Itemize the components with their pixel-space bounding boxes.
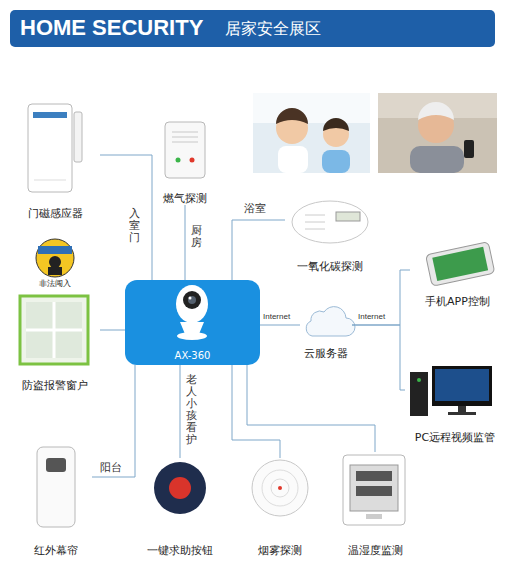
- hub-caption: AX-360: [175, 350, 211, 362]
- help-button-node: 一键求助按钮: [140, 458, 220, 557]
- child-photo: [253, 93, 370, 173]
- device-caption: 一键求助按钮: [147, 544, 213, 557]
- edge-label: Internet: [358, 312, 385, 322]
- device-caption: PC远程视频监管: [415, 431, 495, 444]
- co-detector-picture: [292, 201, 368, 243]
- burglar-sticker: [36, 239, 74, 277]
- window-picture: [20, 296, 88, 364]
- smoke-detector-node: 烟雾探测: [245, 458, 315, 557]
- device-caption: 防盗报警窗户: [22, 379, 88, 392]
- connector-line: [352, 325, 405, 390]
- device-caption: 温湿度监测: [348, 544, 403, 557]
- ir-curtain-picture: [37, 447, 75, 527]
- device-caption: 门磁感应器: [28, 207, 83, 220]
- header-band: [10, 10, 495, 47]
- edge-label: 入室门: [129, 208, 140, 244]
- hub-camera-picture: [125, 280, 260, 365]
- edge-label: Internet: [263, 312, 290, 322]
- device-caption: 手机APP控制: [425, 295, 490, 308]
- thermometer-picture: [343, 455, 405, 525]
- help-button-picture: [154, 462, 206, 514]
- smoke-detector-picture: [252, 460, 308, 516]
- door-sensor-picture: [28, 104, 82, 192]
- hub-node: AX-360: [125, 280, 260, 365]
- device-caption: 云服务器: [304, 347, 348, 360]
- header-subtitle: 居家安全展区: [225, 19, 321, 38]
- connector-line: [100, 155, 152, 280]
- connector-line: [100, 330, 125, 331]
- page-title: HOME SECURITY: [20, 15, 203, 41]
- edge-label: 阳台: [100, 461, 122, 474]
- pc-picture: [410, 366, 492, 416]
- cloud-server-node: 云服务器: [300, 305, 352, 360]
- elderly-photo: [378, 93, 497, 173]
- edge-label: 浴室: [244, 202, 266, 215]
- connector-line: [352, 270, 410, 325]
- device-caption: 烟雾探测: [258, 544, 302, 557]
- connector-line: [232, 365, 280, 458]
- phone-picture: [426, 242, 495, 287]
- alarm-window-node: 防盗报警窗户: [10, 292, 100, 392]
- phone-app-node: 手机APP控制: [410, 240, 505, 308]
- pc-monitor-node: PC远程视频监管: [405, 362, 505, 444]
- connector-line: [260, 325, 300, 326]
- connector-line: [232, 220, 285, 280]
- device-caption: 一氧化碳探测: [297, 260, 363, 273]
- connector-line: [92, 365, 135, 477]
- connector-line: [185, 205, 186, 280]
- gas-detector-node: 燃气探测: [158, 115, 212, 205]
- connector-line: [247, 365, 375, 452]
- device-caption: 燃气探测: [163, 192, 207, 205]
- door-sensor-node: 门磁感应器: [10, 100, 100, 220]
- thermo-hygro-node: 温湿度监测: [335, 452, 415, 557]
- co-detector-node: 一氧化碳探测: [285, 195, 375, 273]
- edge-label: 厨房: [191, 225, 202, 249]
- edge-label: 老人小孩看护: [186, 374, 197, 447]
- connector-line: [180, 365, 181, 458]
- cloud-picture: [306, 307, 355, 336]
- gas-detector-picture: [165, 122, 205, 178]
- ir-curtain-node: 红外幕帘: [20, 442, 92, 557]
- device-caption: 红外幕帘: [34, 544, 78, 557]
- sticker-caption: 非法闯入: [39, 279, 71, 289]
